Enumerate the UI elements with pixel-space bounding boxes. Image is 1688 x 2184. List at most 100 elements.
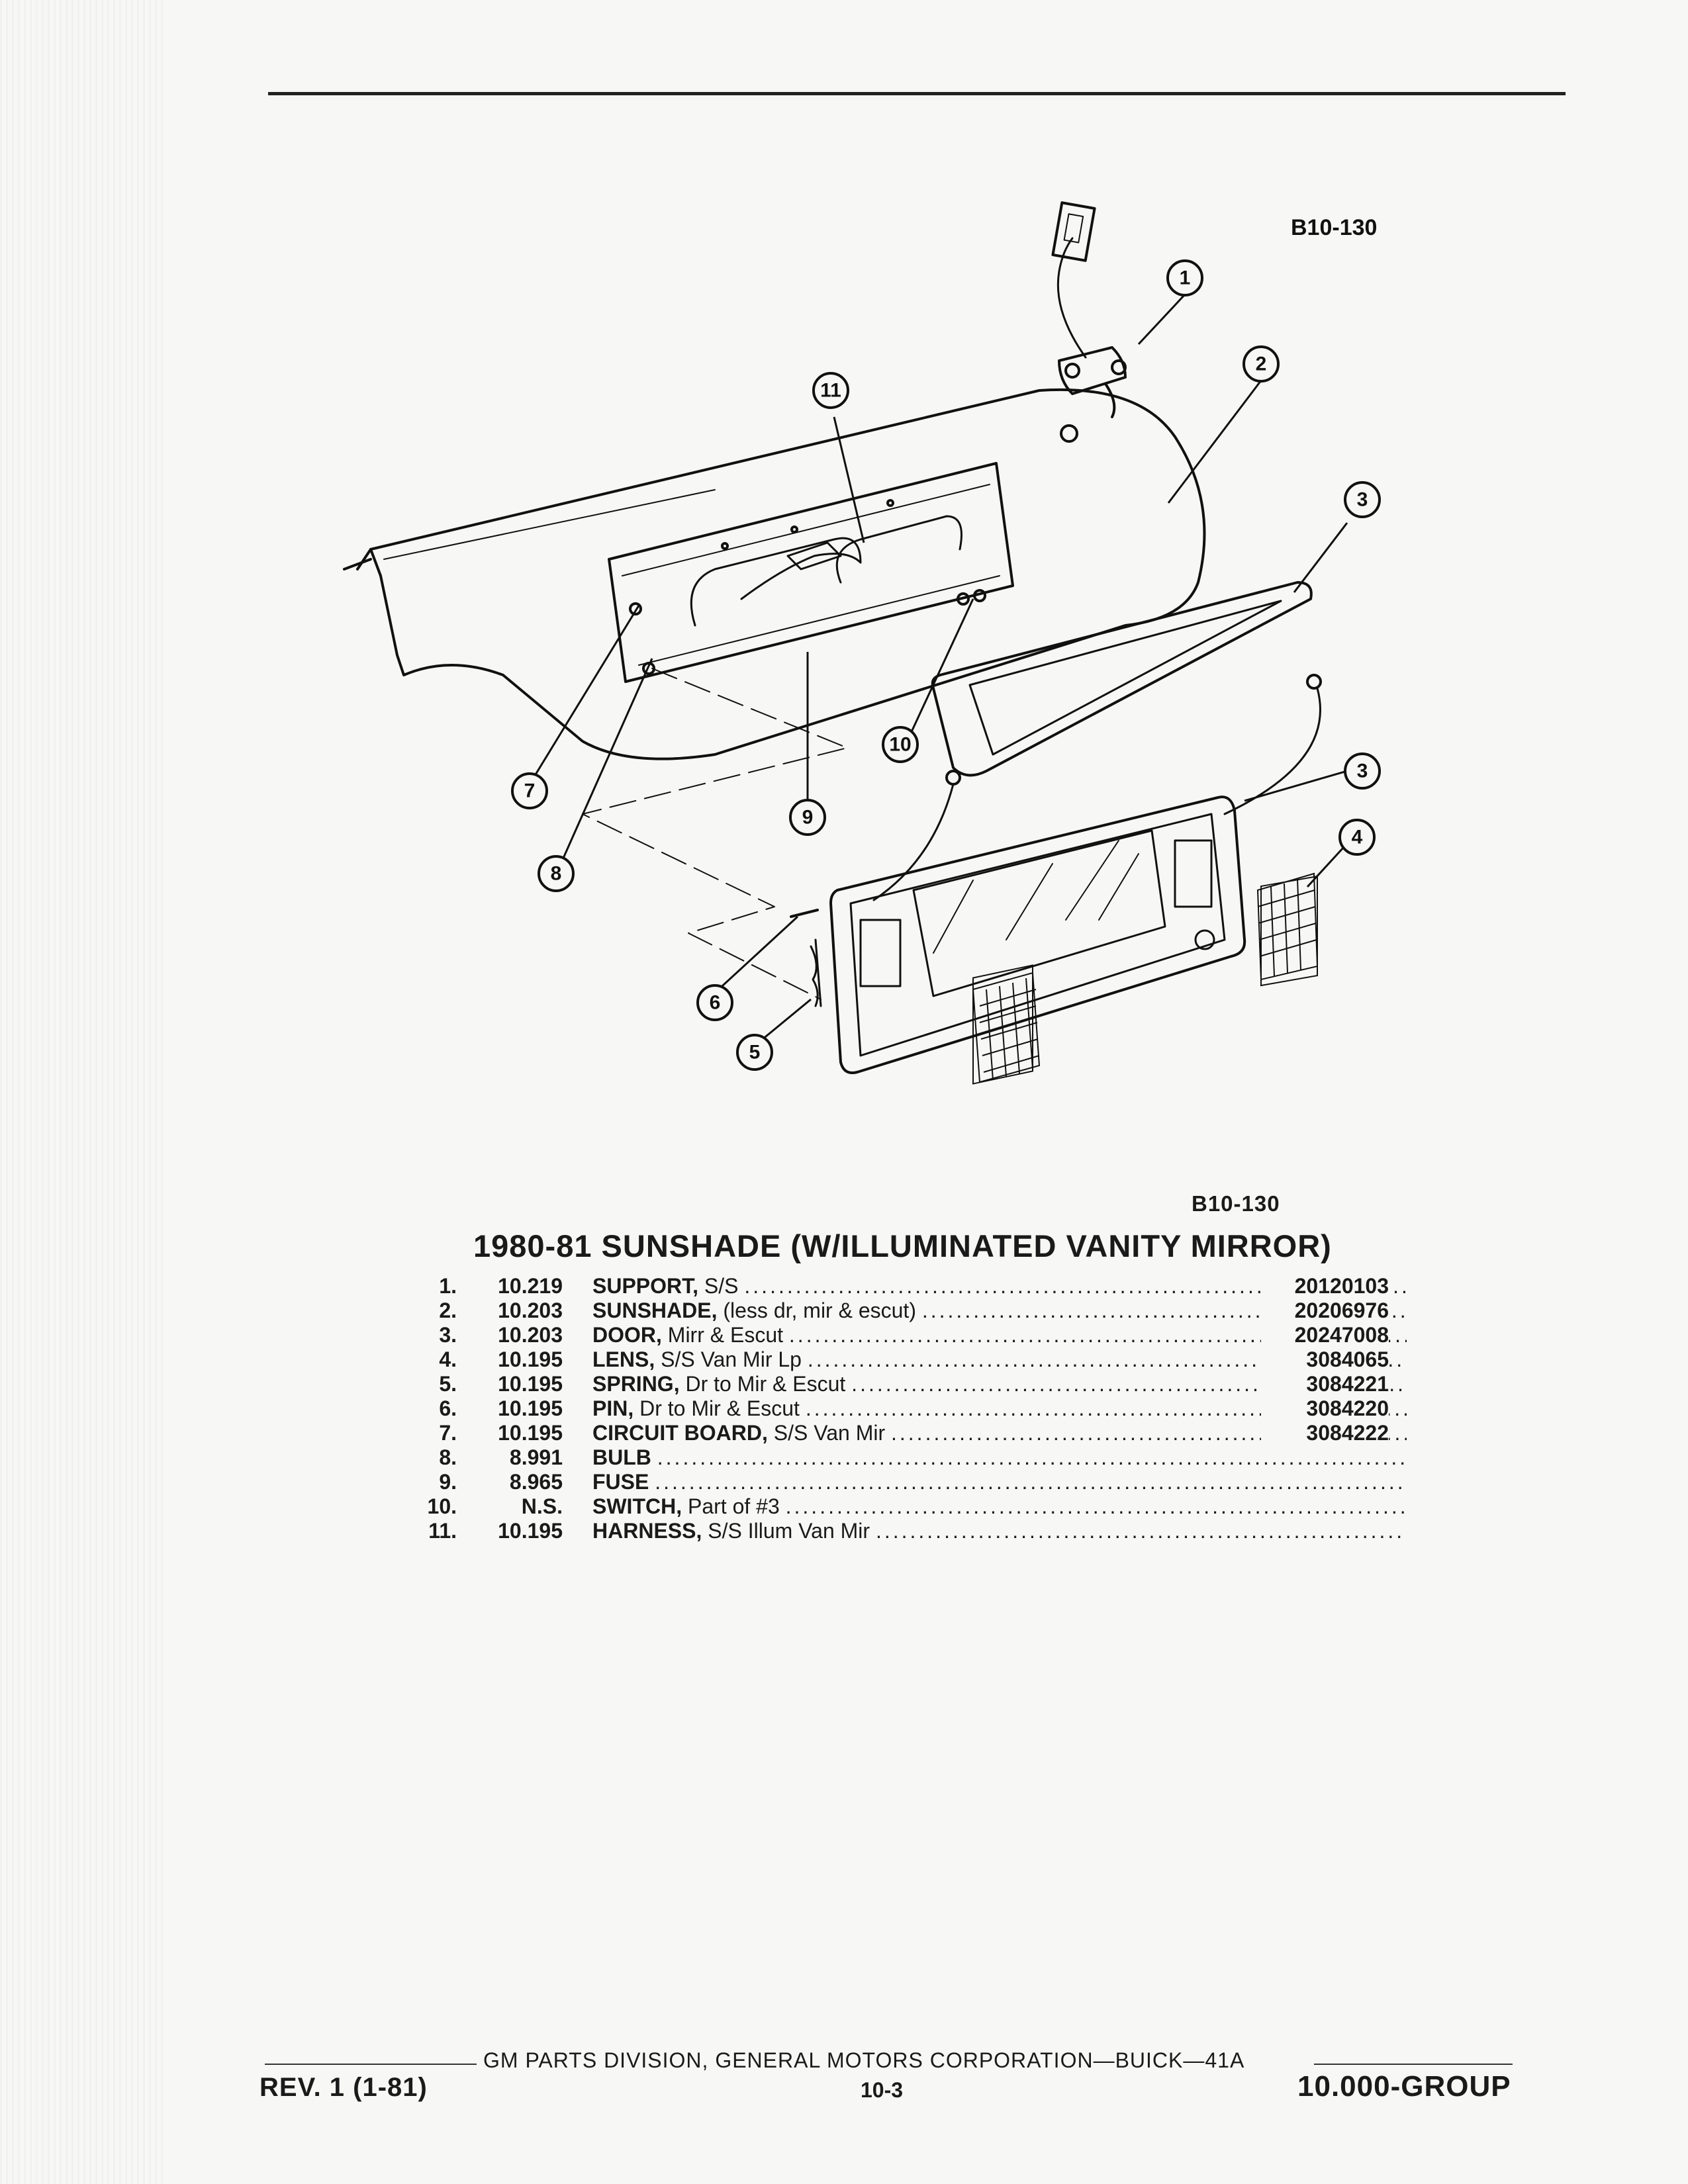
callout-7: 7 [524, 780, 536, 802]
parts-list-title: 1980-81 SUNSHADE (W/ILLUMINATED VANITY M… [473, 1228, 1332, 1263]
item-number: 9. [439, 1470, 457, 1494]
item-number: 2. [439, 1298, 457, 1322]
parts-list-row: 2. 10.203 SUNSHADE, (less dr, mir & escut)… [407, 1298, 1407, 1323]
item-number: 6. [439, 1396, 457, 1420]
part-name: PIN, [592, 1396, 634, 1420]
part-detail: Mirr & Escut [667, 1323, 784, 1347]
mirror-escutcheon [829, 796, 1246, 1074]
parts-list-row: 11. 10.195 HARNESS, S/S Illum Van Mir ....… [407, 1519, 1407, 1543]
group-label: 10.000-GROUP [1297, 2070, 1511, 2103]
part-description: HARNESS, S/S Illum Van Mir .............… [592, 1519, 1407, 1543]
footer-rule-left [265, 2064, 477, 2065]
exploded-diagram: 1 2 3 3 4 6 5 7 8 9 10 11 B10-130 [343, 201, 1381, 1085]
item-number: 8. [439, 1445, 457, 1469]
parts-list: 1. 10.219 SUPPORT, S/S ...................… [407, 1274, 1407, 1543]
figure-code-bottom: B10-130 [1192, 1191, 1280, 1216]
callout-4: 4 [1352, 827, 1363, 848]
item-number: 4. [439, 1347, 457, 1371]
part-number: 3084222 [1261, 1421, 1389, 1445]
part-name: SPRING, [592, 1372, 680, 1396]
item-number: 10. [427, 1494, 457, 1518]
callout-1: 1 [1180, 267, 1191, 289]
item-number: 5. [439, 1372, 457, 1396]
item-number: 11. [428, 1519, 457, 1543]
callout-3a: 3 [1357, 489, 1368, 511]
part-detail: S/S [704, 1274, 739, 1298]
item-number: 1. [439, 1274, 457, 1298]
mirror-door-frame [931, 581, 1313, 777]
callout-10: 10 [889, 734, 911, 756]
footer-corporation: GM PARTS DIVISION, GENERAL MOTORS CORPOR… [483, 2048, 1245, 2072]
part-number: 3084220 [1261, 1396, 1389, 1421]
revision-label: REV. 1 (1-81) [259, 2073, 428, 2102]
part-number: 3084221 [1261, 1372, 1389, 1396]
part-name: BULB [592, 1445, 651, 1469]
part-name: LENS, [592, 1347, 655, 1371]
lens-grid-left [972, 964, 1033, 1085]
leader-dots: ........................................… [657, 1445, 1407, 1469]
part-detail: Part of #3 [687, 1494, 780, 1518]
part-description: BULB ...................................… [592, 1445, 1407, 1470]
group-code: 8.991 [509, 1445, 563, 1469]
part-name: HARNESS, [592, 1519, 702, 1543]
part-detail: S/S Van Mir [773, 1421, 886, 1445]
part-name: SUNSHADE, [592, 1298, 718, 1322]
callout-8: 8 [551, 863, 562, 885]
spring [810, 938, 822, 1007]
callout-9: 9 [802, 807, 814, 829]
part-name: SWITCH, [592, 1494, 682, 1518]
footer-rule-right [1314, 2064, 1513, 2065]
part-detail: (less dr, mir & escut) [723, 1298, 916, 1322]
group-code: 10.195 [498, 1347, 563, 1371]
part-description: FUSE ...................................… [592, 1470, 1407, 1494]
parts-list-row: 9. 8.965 FUSE ............................… [407, 1470, 1407, 1494]
item-number: 7. [439, 1421, 457, 1445]
part-number: 20247008 [1261, 1323, 1389, 1347]
part-name: SUPPORT, [592, 1274, 699, 1298]
callout-2: 2 [1256, 353, 1267, 375]
callout-11: 11 [820, 380, 841, 402]
page-number: 10-3 [861, 2078, 904, 2102]
group-code: 8.965 [509, 1470, 563, 1494]
leader-dots: ........................................… [875, 1519, 1407, 1543]
callout-5: 5 [749, 1042, 761, 1064]
sunshade-body [369, 388, 1206, 760]
part-name: DOOR, [592, 1323, 662, 1347]
group-code: N.S. [521, 1494, 563, 1518]
group-code: 10.219 [498, 1274, 563, 1298]
support-bracket [1058, 346, 1127, 395]
top-rule [268, 92, 1566, 95]
part-detail: S/S Illum Van Mir [708, 1519, 870, 1543]
callout-3b: 3 [1357, 760, 1368, 782]
circuit-board-tray [608, 462, 1014, 683]
callout-6: 6 [710, 992, 721, 1014]
part-description: SWITCH, Part of #3 .....................… [592, 1494, 1407, 1519]
part-name: CIRCUIT BOARD, [592, 1421, 768, 1445]
part-number: 20120103 [1261, 1274, 1389, 1298]
group-code: 10.195 [498, 1396, 563, 1420]
group-code: 10.203 [498, 1323, 563, 1347]
group-code: 10.195 [498, 1372, 563, 1396]
leader-dots: ........................................… [785, 1494, 1407, 1518]
group-code: 10.195 [498, 1421, 563, 1445]
item-number: 3. [439, 1323, 457, 1347]
figure-code-top: B10-130 [1291, 215, 1377, 240]
part-detail: S/S Van Mir Lp [661, 1347, 802, 1371]
pin [790, 909, 819, 918]
parts-list-row: 10. N.S. SWITCH, Part of #3 ..............… [407, 1494, 1407, 1519]
scan-edge-texture [0, 0, 165, 2184]
group-code: 10.195 [498, 1519, 563, 1543]
part-detail: Dr to Mir & Escut [639, 1396, 800, 1420]
leader-dots: ........................................… [655, 1470, 1407, 1494]
group-code: 10.203 [498, 1298, 563, 1322]
part-number: 20206976 [1261, 1298, 1389, 1323]
part-name: FUSE [592, 1470, 649, 1494]
part-number: 3084065 [1261, 1347, 1389, 1372]
part-detail: Dr to Mir & Escut [685, 1372, 846, 1396]
